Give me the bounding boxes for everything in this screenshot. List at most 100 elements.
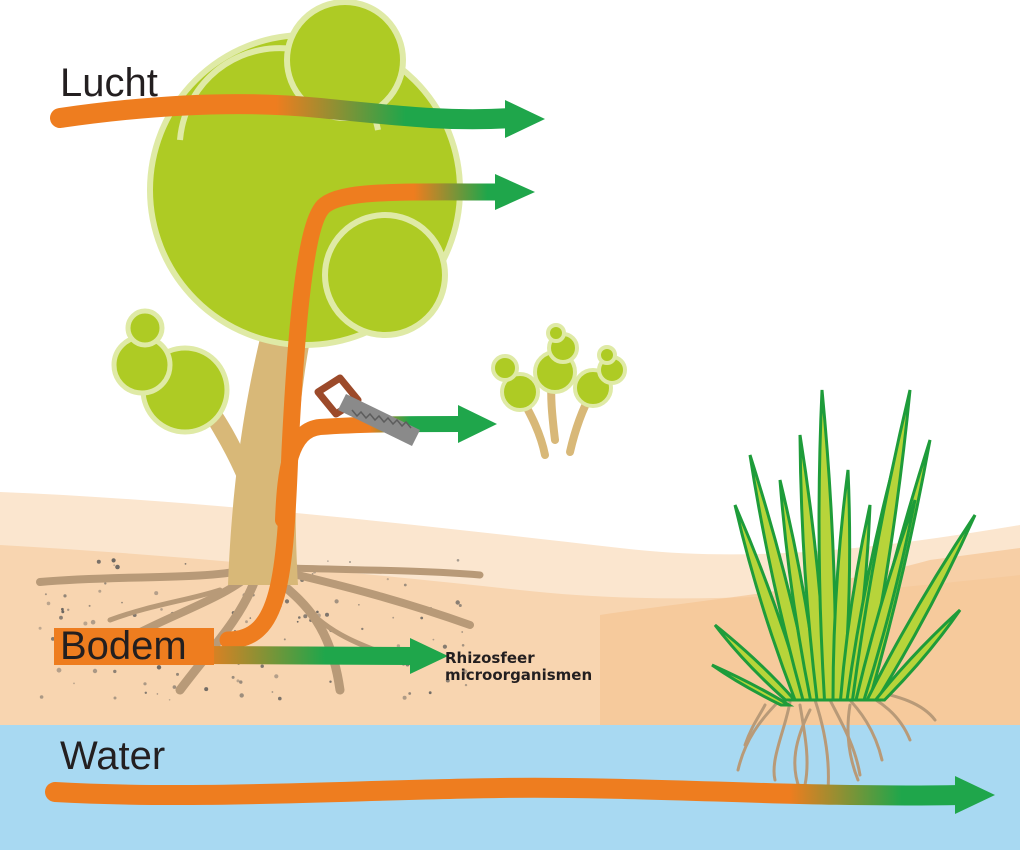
soil-particle: [98, 589, 102, 593]
soil-particle: [249, 617, 252, 619]
grass-blade: [713, 623, 798, 702]
soil-particle: [154, 591, 159, 596]
soil-particle: [61, 610, 65, 614]
soil-particle: [90, 619, 96, 625]
saw-icon: [314, 374, 420, 446]
grass-blade: [711, 663, 795, 707]
soil-particle: [334, 599, 339, 604]
grass-blade: [872, 608, 962, 702]
soil-particle: [113, 564, 116, 567]
soil-particle: [271, 691, 274, 693]
soil-particle: [61, 607, 64, 611]
soil-particle: [274, 674, 279, 679]
soil-particle: [239, 680, 243, 684]
soil-particle: [39, 695, 44, 699]
flow-start-caps: [54, 628, 214, 665]
soil-particle: [204, 687, 209, 692]
soil-particle: [51, 637, 55, 641]
soil-particle: [144, 691, 147, 694]
grass-plant-icon: [736, 688, 937, 792]
soil-particle: [311, 573, 314, 575]
trunk-flow-arrow: [219, 183, 509, 649]
soil-particle: [92, 668, 98, 674]
soil-particle: [442, 644, 447, 649]
rhizosphere-label: Rhizosfeer microorganismen: [445, 650, 592, 684]
soil-particle: [283, 638, 286, 641]
grass-blades: [711, 389, 977, 707]
rhizosphere-label-line1: Rhizosfeer: [445, 649, 535, 667]
soil-particle: [121, 601, 123, 604]
soil-particle: [303, 614, 308, 619]
soil-particle: [63, 594, 67, 598]
soil-particle: [386, 578, 389, 581]
soil-particle: [113, 696, 117, 700]
soil-particle: [461, 631, 464, 633]
soil-particle: [67, 608, 70, 611]
soil-particle: [464, 683, 468, 687]
soil-particle: [176, 672, 179, 676]
flow-arrows: [45, 94, 970, 806]
soil-particle: [113, 669, 117, 674]
soil-particle: [392, 616, 395, 619]
soil-particle: [44, 593, 47, 596]
grass-blade: [864, 514, 977, 702]
soil-particle: [327, 560, 329, 562]
branch-flow-arrow: [275, 416, 470, 528]
air-label: Lucht: [60, 61, 158, 105]
soil-particle: [56, 667, 62, 673]
soil-particle: [38, 626, 42, 630]
soil-particle: [455, 600, 460, 605]
soil-particle: [260, 664, 264, 668]
soil-particle: [156, 693, 159, 695]
soil-particle: [349, 561, 351, 563]
sapling-icon: [491, 323, 627, 459]
soil-particle: [316, 610, 319, 614]
tree-side-canopy: [111, 308, 230, 435]
soil-particle: [115, 564, 120, 570]
water-label: Water: [60, 734, 166, 778]
soil-particle: [402, 695, 407, 700]
rhizosphere-label-line2: microorganismen: [445, 666, 593, 684]
soil-particle: [59, 615, 63, 620]
soil-particle: [408, 692, 412, 695]
soil-particle: [284, 599, 290, 604]
soil-particle: [83, 621, 88, 626]
air-flow-arrow: [50, 94, 522, 130]
soil-particle: [325, 612, 329, 617]
soil-particle: [462, 669, 468, 675]
soil-particle: [168, 699, 171, 701]
soil-particle: [278, 696, 282, 701]
arrow-heads: [410, 100, 995, 814]
soil-particle: [456, 559, 460, 562]
soil-particle: [73, 682, 75, 685]
soil-particle: [432, 638, 435, 641]
soil-label: Bodem: [60, 624, 187, 668]
soil-particle: [231, 675, 235, 679]
soil-particle: [428, 691, 432, 695]
soil-particle: [445, 678, 450, 683]
soil-particle: [160, 608, 163, 611]
soil-particle: [296, 620, 299, 623]
soil-particle: [420, 616, 424, 620]
soil-particle: [458, 604, 462, 607]
soil-particle: [46, 601, 51, 606]
soil-particle: [111, 558, 116, 563]
soil-particle: [329, 680, 332, 683]
soil-particle: [96, 559, 101, 564]
water-flow-arrow: [45, 777, 970, 806]
soil-flow-arrow: [191, 646, 424, 665]
soil-particle: [88, 604, 91, 607]
soil-particle: [358, 604, 360, 606]
soil-particle: [361, 627, 364, 631]
soil-particle: [403, 583, 407, 587]
soil-particle: [156, 665, 162, 670]
soil-particle: [172, 685, 177, 689]
soil-particle: [143, 682, 147, 686]
soil-particle: [298, 616, 301, 619]
grass-blade: [854, 499, 917, 702]
soil-particle: [236, 679, 240, 683]
soil-particle: [461, 644, 465, 647]
soil-particle: [396, 644, 401, 648]
